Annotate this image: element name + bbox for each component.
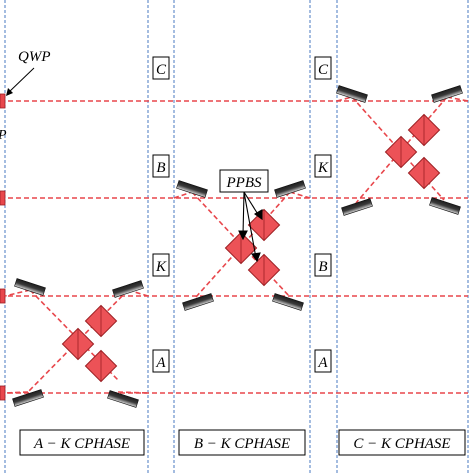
panel-caption-b-k: B − K CPHASE	[194, 436, 290, 452]
mirror	[341, 198, 373, 216]
beam-path	[117, 391, 149, 394]
qwp-annotation: QWP P	[0, 49, 51, 143]
ppbs-arrowhead	[253, 209, 263, 221]
beam-rails	[0, 100, 468, 394]
ppbs-arrow	[242, 191, 245, 236]
rail-marker: A	[317, 355, 328, 371]
beam-path	[4, 391, 29, 394]
beam-splitter-cube	[407, 113, 441, 147]
rail-marker: C	[318, 62, 329, 78]
ppbs-arrow	[243, 191, 257, 259]
rail-markers-left: C B K A	[152, 56, 170, 373]
mirror	[336, 85, 368, 103]
port-marker	[0, 385, 6, 401]
panel-a-k-optics	[4, 278, 149, 408]
beam-path	[446, 96, 469, 102]
rail-markers-right: C K B A	[314, 56, 332, 373]
partial-glyph: P	[0, 128, 7, 143]
panel-caption-c-k: C − K CPHASE	[353, 436, 450, 452]
port-marker	[0, 190, 6, 206]
mirror	[429, 197, 461, 215]
panel-captions: A − K CPHASE B − K CPHASE C − K CPHASE	[19, 429, 466, 456]
qwp-label: QWP	[18, 49, 51, 65]
qwp-arrow	[7, 67, 35, 94]
beam-path	[355, 96, 448, 204]
rail-marker: B	[156, 160, 165, 176]
qwp-arrowhead	[6, 88, 13, 96]
mirror	[274, 180, 306, 198]
beam-splitter-cube	[384, 135, 418, 169]
beam-path	[4, 289, 31, 297]
beam-splitter-cube	[407, 156, 441, 190]
panel-b-k-optics	[173, 180, 311, 311]
ppbs-arrowhead	[251, 252, 261, 263]
rail-marker: A	[155, 355, 166, 371]
port-marker	[0, 93, 6, 109]
beam-splitter-cube	[84, 304, 118, 338]
beam-splitter-cube	[224, 231, 258, 265]
ppbs-arrowhead	[238, 230, 248, 241]
beam-splitter-cube	[247, 208, 281, 242]
mirror	[112, 280, 144, 298]
mirror	[431, 85, 463, 103]
mirror	[182, 293, 214, 311]
beam-splitter-cube	[84, 349, 118, 383]
beam-splitter-cube	[247, 253, 281, 287]
mirror	[12, 389, 44, 407]
ppbs-annotation: PPBS	[219, 169, 269, 263]
rail-marker: C	[156, 62, 167, 78]
panel-c-k-optics	[336, 85, 469, 216]
beam-path	[289, 191, 311, 199]
rail-marker: K	[155, 259, 167, 275]
port-marker	[0, 288, 6, 304]
mirror	[107, 390, 139, 408]
rail-marker: B	[318, 259, 327, 275]
mirror	[272, 293, 304, 311]
rail-marker: K	[317, 160, 329, 176]
mirror	[14, 278, 46, 296]
mirror	[176, 180, 208, 198]
panel-caption-a-k: A − K CPHASE	[33, 436, 130, 452]
beam-splitter-cube	[61, 327, 95, 361]
ppbs-arrow	[243, 191, 260, 217]
ppbs-label: PPBS	[226, 175, 262, 191]
beam-path	[173, 191, 193, 199]
